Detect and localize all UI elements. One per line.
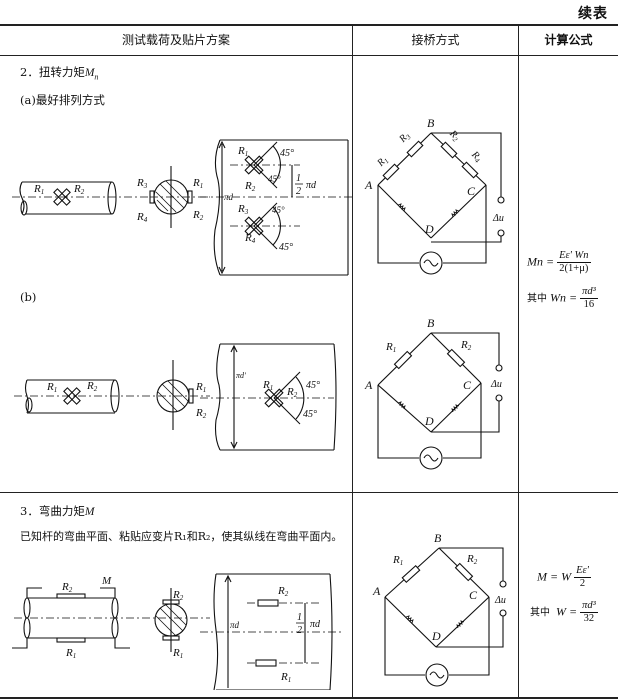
label-r3: R3 [237,203,249,216]
half-label: 2 [296,186,301,197]
header-test-scheme: 测试载荷及贴片方案 [121,33,230,47]
arm-r2: R2 [446,128,462,144]
label-pi-d: πd [224,192,234,202]
arm-r1: R1 [375,154,391,170]
label-pi-d: πd [230,620,240,630]
label-r3: R3 [136,177,148,190]
node-a: A [364,178,373,192]
column-divider-2 [518,26,519,698]
label-r1: R1 [65,647,76,660]
angle-45: 45° [272,205,285,215]
label-pi-d-prime: πd' [236,371,246,380]
label-m: M [101,575,112,587]
arm-r3: R3 [397,130,413,146]
bridge-b-circuit: B A C D Δu R1 R2 [364,316,503,470]
label-r1: R1 [262,379,273,392]
node-b: B [427,116,435,130]
bridge-a-circuit: B A C D Δu R1 R3 R2 R4 [364,116,505,275]
node-d: D [431,629,441,643]
node-c: C [463,378,472,392]
half-label: 1 [297,612,302,623]
label-r2: R2 [286,386,298,399]
arm-r4: R4 [468,149,484,165]
bending-formula: M = W Eε'2 [537,565,591,589]
label-r2: R2 [73,183,85,196]
label-r2: R2 [244,180,256,193]
node-a: A [364,378,373,392]
label-r2: R2 [195,407,207,420]
arm-r2: R2 [466,553,478,566]
label-r1: R1 [172,647,183,660]
bridge-bending-circuit: B A C D Δu R1 R2 [372,531,507,687]
label-r1: R1 [46,381,57,394]
torsion-a-diagram: R1 R2 R3 R1 R4 R2 R1 R2 R3 R4 πd 45° 45°… [12,139,352,276]
label-r1: R1 [195,381,206,394]
node-d: D [424,222,434,236]
torsion-b-diagram: R1 R2 R1 R2 R1 R2 πd' 45° 45° [14,343,337,451]
section-bending-title: 3．弯曲力矩M [20,504,95,518]
half-label: 1 [296,173,301,184]
node-c: C [469,588,478,602]
section-bending-description: 已知杆的弯曲平面、粘贴应变片R₁和R₂，使其纵线在弯曲平面内。 [20,530,343,543]
node-d: D [424,414,434,428]
table-bottom-rule [0,697,618,699]
label-r2: R2 [172,589,184,602]
case-a-label: (a)最好排列方式 [20,93,105,107]
node-a: A [372,584,381,598]
label-r1: R1 [33,183,44,196]
angle-45: 45° [279,242,293,253]
angle-45: 45° [280,148,294,159]
angle-45: 45° [306,380,320,391]
column-divider-1 [352,26,353,698]
label-r4: R4 [244,232,256,245]
angle-45: 45° [303,409,317,420]
header-bottom-rule [0,55,618,56]
node-b: B [434,531,442,545]
label-pi-d: πd [310,619,321,630]
table-top-rule [0,24,618,26]
label-r2: R2 [192,209,204,222]
arm-r2: R2 [460,339,472,352]
label-r1: R1 [280,671,291,684]
label-r1: R1 [192,177,203,190]
row-divider [0,492,618,493]
bending-diagram: R2 M R1 R2 R1 R2 R1 πd 1 2 πd [12,573,344,690]
label-r1: R1 [237,145,248,158]
half-label: 2 [297,625,302,636]
output-delta-u: Δu [494,595,506,606]
label-r4: R4 [136,211,148,224]
output-delta-u: Δu [492,213,504,224]
header-formula: 计算公式 [544,33,593,47]
header-bridge-method: 接桥方式 [411,33,460,47]
angle-45: 45° [268,174,281,184]
label-r2: R2 [61,581,73,594]
arm-r1: R1 [392,554,403,567]
arm-r1: R1 [385,341,396,354]
continued-table-label: 续表 [578,6,608,22]
section-torsion-title: 2．扭转力矩Mn [20,65,99,82]
label-pi-d: πd [306,180,317,191]
output-delta-u: Δu [490,379,502,390]
node-b: B [427,316,435,330]
case-b-label: (b) [20,290,37,304]
label-r2: R2 [277,585,289,598]
node-c: C [467,184,476,198]
label-r2: R2 [86,380,98,393]
